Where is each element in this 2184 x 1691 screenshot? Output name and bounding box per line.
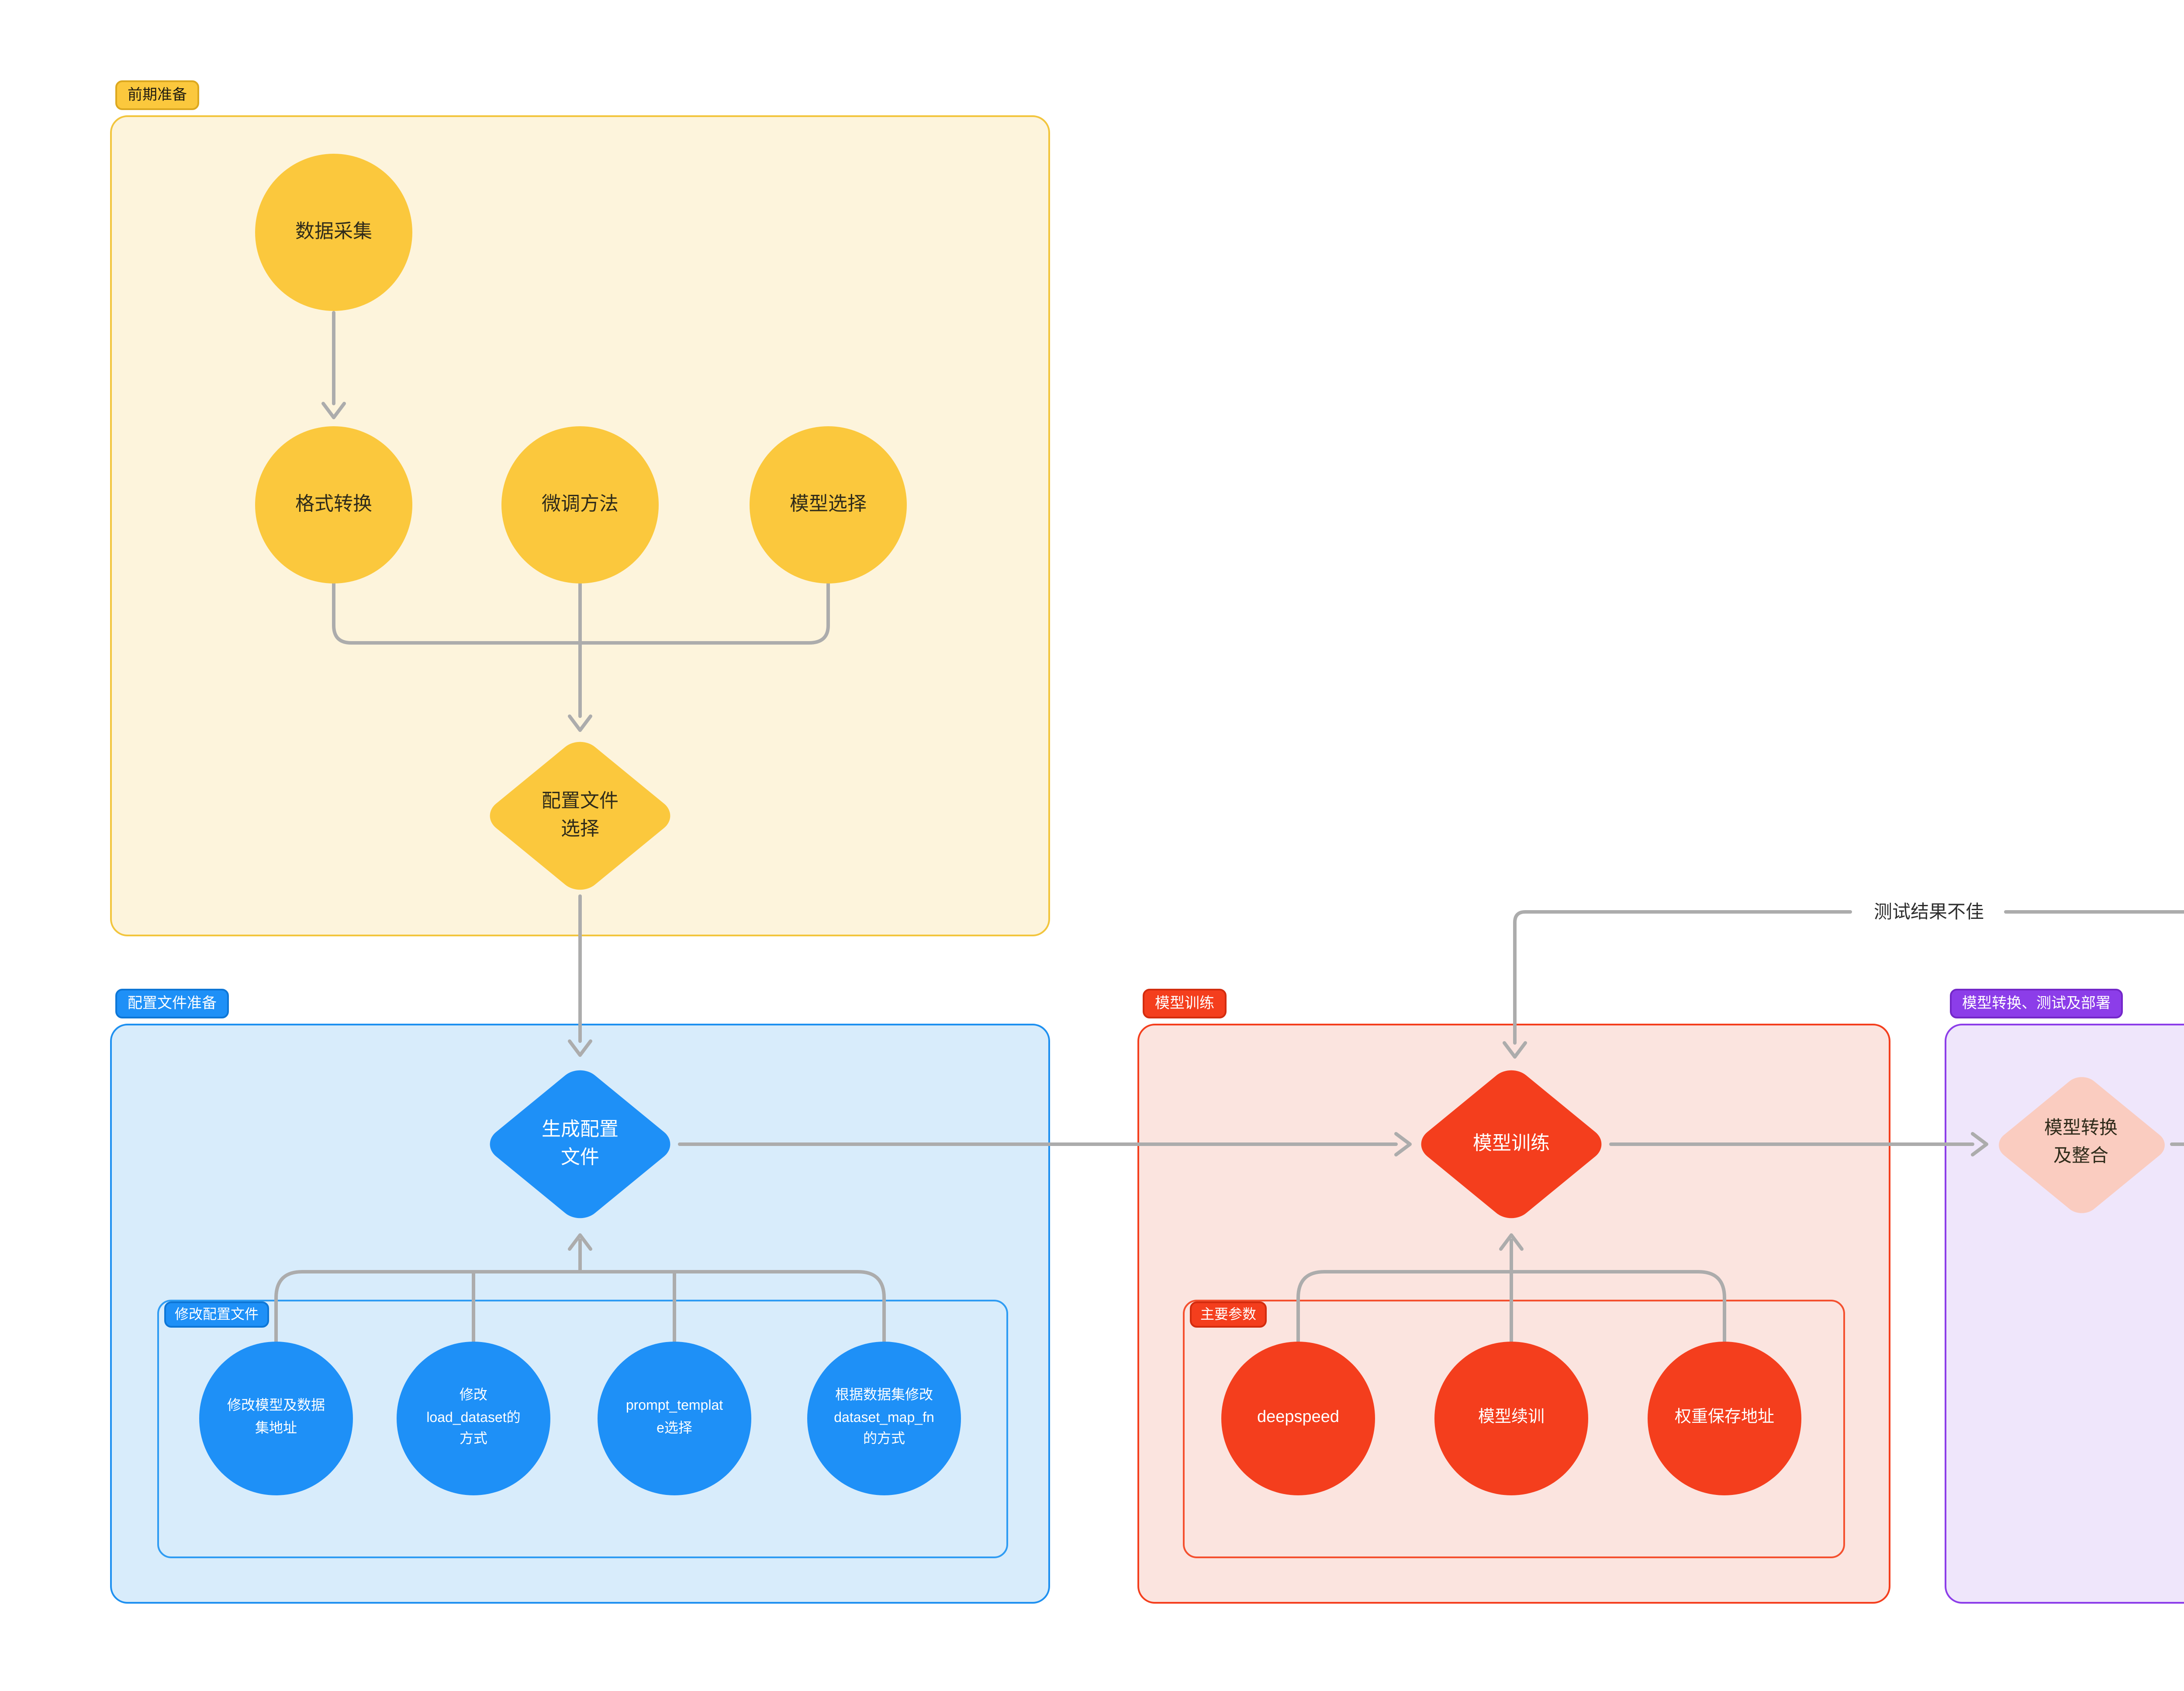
node-modify-load-dataset[interactable]: 修改 load_dataset的 方式 <box>397 1342 550 1495</box>
node-data-collection[interactable]: 数据采集 <box>255 154 412 311</box>
node-label: 模型训练 <box>1473 1133 1550 1154</box>
badge-modify-config-file[interactable]: 修改配置文件 <box>164 1301 269 1328</box>
node-weight-save-path[interactable]: 权重保存地址 <box>1648 1342 1801 1495</box>
badge-main-params[interactable]: 主要参数 <box>1190 1301 1267 1328</box>
arrowhead-up-generate <box>568 1233 592 1251</box>
badge-section-deploy[interactable]: 模型转换、测试及部署 <box>1950 989 2123 1018</box>
edge-training-bus <box>1296 1270 1726 1343</box>
node-prompt-template-choice[interactable]: prompt_templat e选择 <box>598 1342 751 1495</box>
arrowhead-down-format <box>321 402 346 419</box>
badge-section-config[interactable]: 配置文件准备 <box>115 989 229 1018</box>
inner-box-main-params[interactable] <box>1183 1300 1845 1558</box>
node-format-conversion[interactable]: 格式转换 <box>255 426 412 583</box>
node-label: 模型转换 及整合 <box>2044 1118 2118 1167</box>
node-deepspeed[interactable]: deepspeed <box>1221 1342 1375 1495</box>
edge-config-bus <box>274 1270 886 1343</box>
node-label: 配置文件 选择 <box>542 790 619 840</box>
node-finetune-method[interactable]: 微调方法 <box>501 426 659 583</box>
edge-feedback-left <box>1513 910 1852 1045</box>
arrowhead-right-training <box>1394 1132 1412 1156</box>
node-modify-model-dataset-path[interactable]: 修改模型及数据 集地址 <box>199 1342 353 1495</box>
arrowhead-down-configselect <box>568 714 592 732</box>
arrowhead-down-generate <box>568 1039 592 1057</box>
arrowhead-right-convert <box>1971 1132 1988 1156</box>
arrowhead-down-feedback <box>1503 1041 1527 1059</box>
inner-box-modify-config[interactable] <box>157 1300 1008 1558</box>
badge-section-prep[interactable]: 前期准备 <box>115 80 200 109</box>
node-dataset-map-fn[interactable]: 根据数据集修改 dataset_map_fn 的方式 <box>807 1342 961 1495</box>
arrowhead-up-training <box>1499 1233 1524 1251</box>
badge-section-training[interactable]: 模型训练 <box>1143 989 1227 1018</box>
node-model-resume[interactable]: 模型续训 <box>1434 1342 1588 1495</box>
feedback-edge-label: 测试结果不佳 <box>1874 902 1984 923</box>
node-label: 生成配置 文件 <box>542 1119 619 1169</box>
node-model-selection[interactable]: 模型选择 <box>750 426 907 583</box>
